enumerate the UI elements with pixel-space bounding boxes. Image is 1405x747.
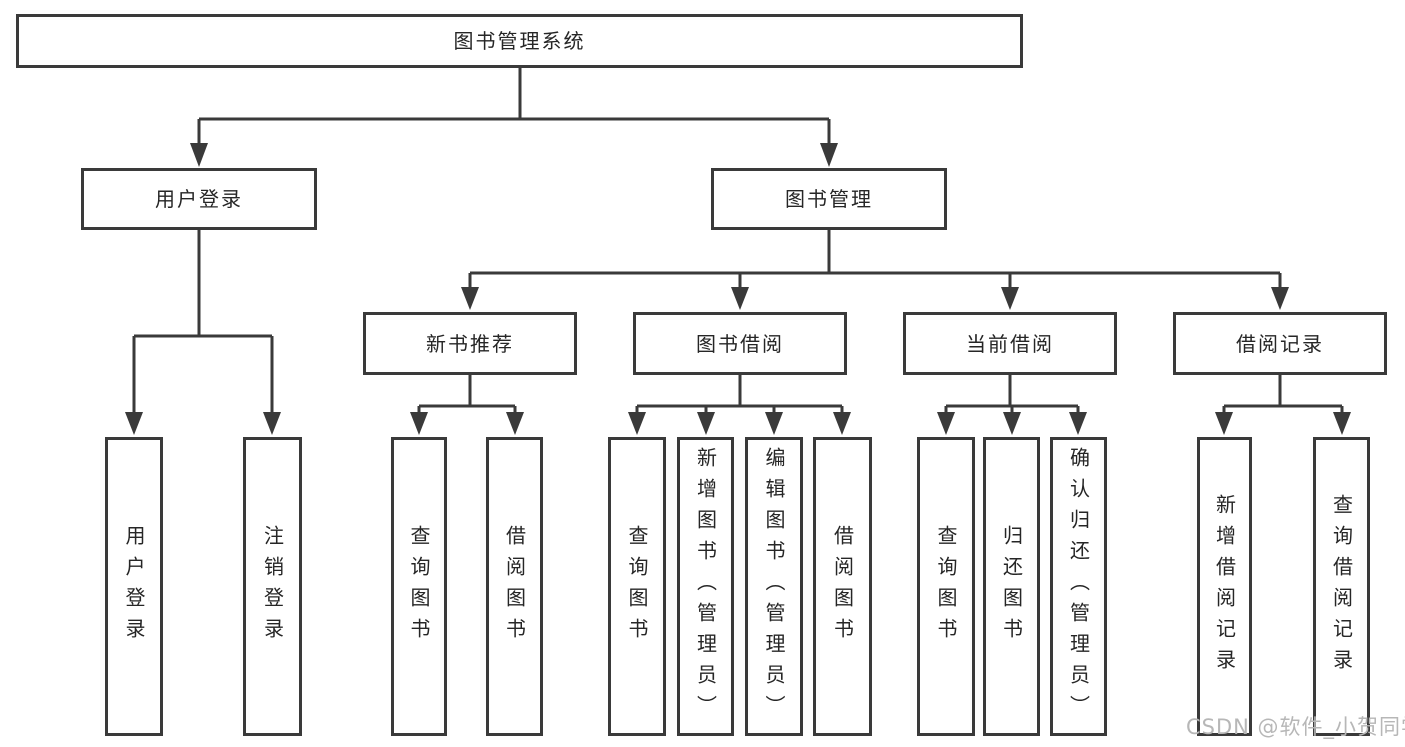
node-label: 新增借阅记录 [1212,493,1237,680]
node-new-book-recommendation: 新书推荐 [363,312,577,375]
node-label: 查询借阅记录 [1329,493,1354,680]
node-label: 借阅图书 [830,524,855,649]
node-edit-book-admin: 编辑图书（管理员） [745,437,803,736]
node-return-books: 归还图书 [983,437,1040,736]
node-label: 借阅图书 [502,524,527,649]
node-query-books-borrowing: 查询图书 [608,437,666,736]
csdn-watermark: CSDN @软件_小贺同学 [1186,715,1405,739]
node-query-books-recommend: 查询图书 [391,437,447,736]
node-confirm-return-admin: 确认归还（管理员） [1050,437,1107,736]
node-label: 用户登录 [155,187,243,211]
node-current-borrowing: 当前借阅 [903,312,1117,375]
node-label: 确认归还（管理员） [1066,447,1091,726]
node-label: 图书管理 [785,187,873,211]
node-label: 用户登录 [122,524,146,649]
node-borrowing-records: 借阅记录 [1173,312,1387,375]
node-label: 当前借阅 [966,331,1054,356]
node-query-borrow-record: 查询借阅记录 [1313,437,1370,736]
node-label: 查询图书 [934,524,958,649]
node-query-books-current: 查询图书 [917,437,975,736]
node-borrow-books-borrowing: 借阅图书 [813,437,872,736]
node-user-login-leaf: 用户登录 [105,437,163,736]
node-label: 归还图书 [999,524,1024,649]
node-label: 编辑图书（管理员） [762,447,786,726]
node-label: 图书借阅 [696,331,784,356]
node-label: 查询图书 [625,524,649,649]
node-book-borrowing: 图书借阅 [633,312,847,375]
arrowheads [125,143,1351,435]
node-label: 注销登录 [260,524,285,649]
node-label: 借阅记录 [1236,331,1324,356]
node-borrow-books-recommend: 借阅图书 [486,437,543,736]
node-library-management-system: 图书管理系统 [16,14,1023,68]
node-add-book-admin: 新增图书（管理员） [677,437,734,736]
node-user-login: 用户登录 [81,168,317,230]
node-label: 图书管理系统 [453,29,586,53]
node-logout-login: 注销登录 [243,437,302,736]
node-book-management: 图书管理 [711,168,947,230]
node-add-borrow-record: 新增借阅记录 [1197,437,1252,736]
node-label: 新书推荐 [426,331,514,356]
node-label: 查询图书 [407,524,431,649]
node-label: 新增图书（管理员） [693,447,718,726]
